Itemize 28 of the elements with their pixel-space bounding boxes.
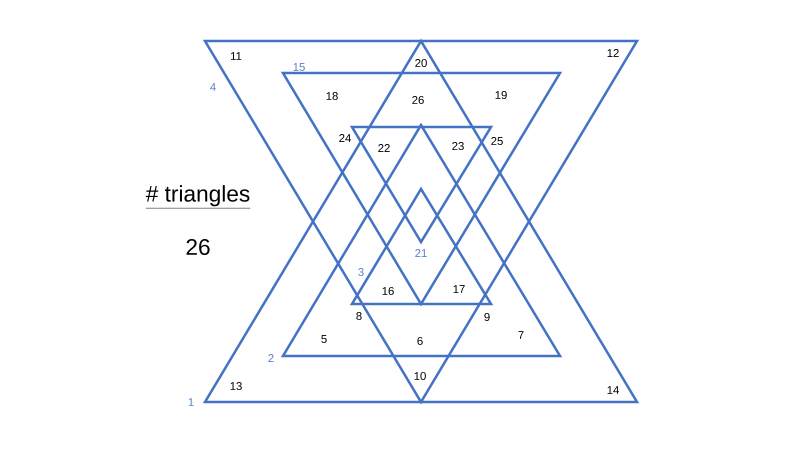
number-label: 26 bbox=[412, 96, 424, 104]
number-label: 10 bbox=[414, 372, 426, 380]
number-label: 21 bbox=[415, 249, 427, 257]
number-label: 15 bbox=[294, 63, 305, 71]
number-label: 9 bbox=[484, 313, 490, 321]
number-label: 18 bbox=[326, 92, 338, 100]
number-label: 5 bbox=[321, 335, 327, 343]
number-label: 25 bbox=[491, 137, 503, 145]
number-label: 24 bbox=[339, 134, 351, 142]
number-label: 2 bbox=[268, 354, 274, 362]
number-label: 23 bbox=[452, 142, 464, 150]
number-label: 19 bbox=[496, 91, 507, 99]
number-label: 1 bbox=[188, 398, 194, 406]
heading: # triangles bbox=[145, 185, 251, 208]
number-label: 6 bbox=[417, 337, 423, 345]
number-label: 7 bbox=[518, 331, 524, 339]
number-label: 13 bbox=[230, 382, 242, 390]
number-label: 8 bbox=[356, 312, 362, 320]
count: 26 bbox=[186, 238, 210, 256]
number-label: 17 bbox=[454, 285, 465, 293]
number-label: 4 bbox=[210, 83, 216, 91]
number-label: 16 bbox=[382, 287, 394, 295]
number-label: 3 bbox=[358, 268, 364, 276]
number-label: 22 bbox=[378, 144, 390, 152]
number-label: 12 bbox=[608, 49, 619, 57]
number-label: 20 bbox=[415, 59, 427, 67]
number-label: 14 bbox=[608, 386, 619, 394]
number-label: 11 bbox=[230, 52, 242, 60]
